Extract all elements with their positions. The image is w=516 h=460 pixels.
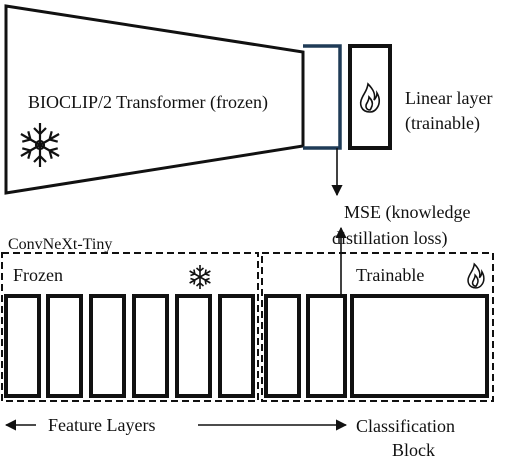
teacher-label: BIOCLIP/2 Transformer (frozen) [28, 92, 268, 113]
loss-label-line2: distillation loss) [332, 228, 448, 249]
frozen-feature-block [4, 294, 41, 398]
frozen-feature-block [89, 294, 126, 398]
teacher-transformer-shape [4, 4, 305, 195]
flame-icon [467, 262, 485, 289]
trainable-region [261, 252, 494, 402]
snowflake-icon [16, 123, 64, 169]
student-title: ConvNeXt-Tiny [8, 236, 112, 253]
frozen-feature-block [175, 294, 212, 398]
classification-block [350, 294, 489, 398]
linear-layer-subtitle: (trainable) [405, 113, 480, 134]
trainable-feature-block [264, 294, 301, 398]
frozen-feature-block [46, 294, 83, 398]
classification-label-line2: Block [392, 440, 435, 460]
trainable-feature-block [306, 294, 347, 398]
flame-icon [359, 82, 381, 113]
linear-layer-box [348, 44, 392, 150]
feature-layers-label: Feature Layers [48, 415, 155, 435]
projection-bracket [303, 44, 342, 150]
classification-label-line1: Classification [356, 416, 455, 436]
loss-label-line1: MSE (knowledge [344, 202, 470, 223]
trainable-label: Trainable [356, 265, 424, 285]
frozen-label: Frozen [13, 265, 63, 285]
linear-layer-title: Linear layer [405, 88, 492, 108]
frozen-region [1, 252, 259, 402]
snowflake-icon [187, 265, 213, 290]
frozen-feature-block [218, 294, 255, 398]
frozen-feature-block [132, 294, 169, 398]
